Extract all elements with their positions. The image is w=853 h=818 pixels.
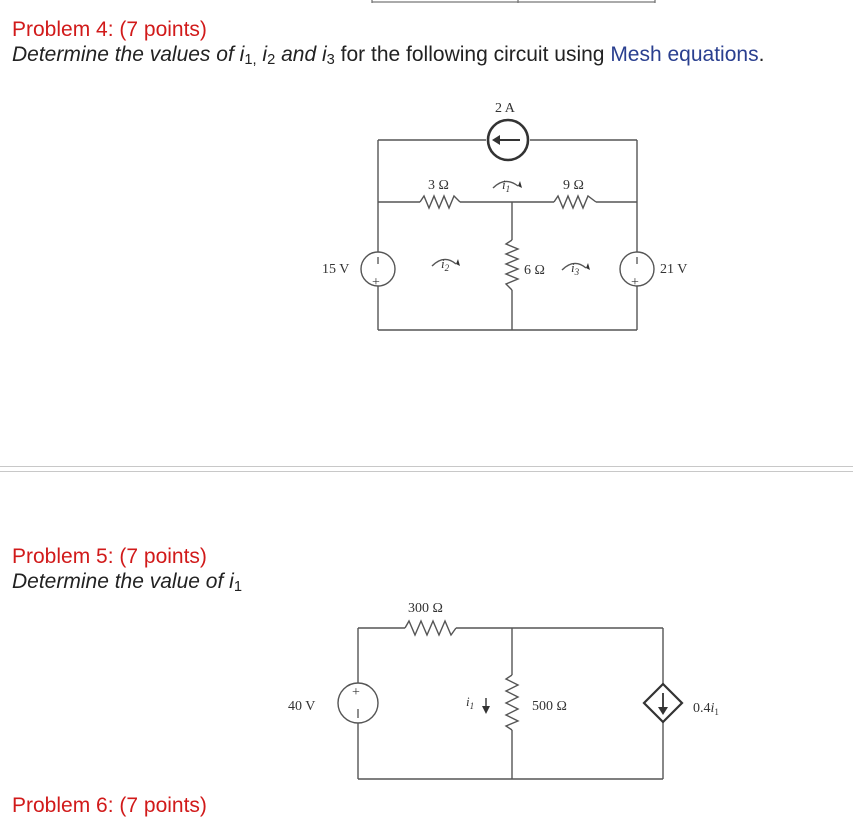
voltage-source-label: 40 V <box>288 699 315 714</box>
voltage-right-label: 21 V <box>660 262 687 277</box>
problem-4-circuit: 2 A 3 Ω 9 Ω 6 Ω 15 V 21 V + + i1 i2 i3 <box>322 101 687 331</box>
mesh-current-3: i3 <box>571 260 580 277</box>
current-source-label: 2 A <box>495 101 516 116</box>
divider-line <box>0 471 853 472</box>
resistor-300-label: 300 Ω <box>408 601 443 616</box>
plus-sign: + <box>352 685 360 700</box>
plus-right: + <box>631 275 639 290</box>
resistor-6-label: 6 Ω <box>524 263 545 278</box>
plus-left: + <box>372 275 380 290</box>
resistor-3-label: 3 Ω <box>428 178 449 193</box>
resistor-500-label: 500 Ω <box>532 699 567 714</box>
problem-4-statement: Determine the values of i1, i2 and i3 fo… <box>12 43 765 68</box>
mesh-equations-link: Mesh equations <box>610 43 759 66</box>
problem-5-title: Problem 5: (7 points) <box>12 545 207 568</box>
mesh-current-1: i1 <box>502 177 510 194</box>
branch-current-label: i1 <box>466 694 474 711</box>
voltage-left-label: 15 V <box>322 262 349 277</box>
dependent-source-label: 0.4i1 <box>693 701 719 717</box>
problem-4-title: Problem 4: (7 points) <box>12 18 207 41</box>
top-table-fragment <box>371 0 656 3</box>
problem-5-statement: Determine the value of i1 <box>12 570 242 595</box>
problem-6-title: Problem 6: (7 points) <box>12 794 207 817</box>
resistor-9-label: 9 Ω <box>563 178 584 193</box>
mesh-current-2: i2 <box>441 256 450 273</box>
divider-line <box>0 466 853 467</box>
